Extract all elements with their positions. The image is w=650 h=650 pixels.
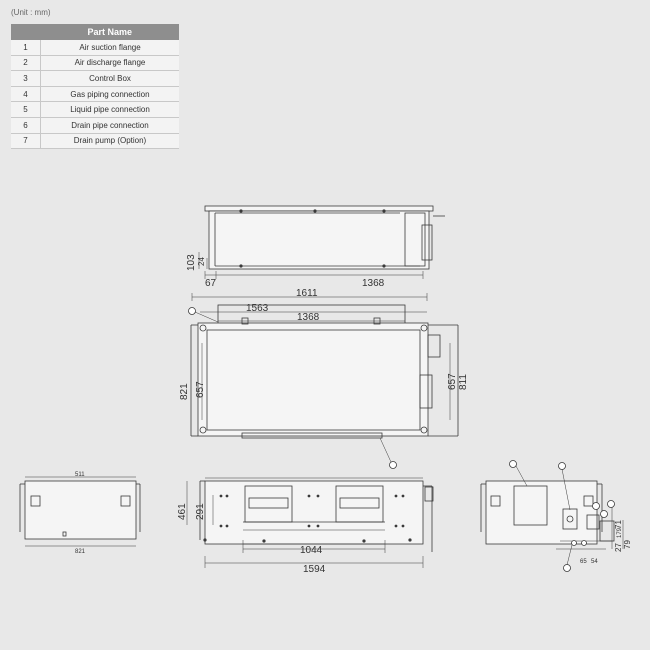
plan-depth-right-inner-dim: 657 [447, 373, 458, 390]
top-left-dim: 67 [205, 278, 217, 289]
front-height-dim: 461 [177, 503, 188, 520]
top-height-dim: 103 [186, 254, 197, 271]
part-number: 4 [11, 86, 41, 103]
plan-depth-right-dim: 811 [458, 374, 469, 390]
header-part-name: Part Name [40, 24, 179, 40]
side-right-d6-dim: 54 [591, 559, 598, 565]
part-name: Control Box [40, 70, 179, 87]
side-right-d2-dim: 71 [614, 520, 623, 529]
part-name: Gas piping connection [40, 86, 179, 103]
part-number: 2 [11, 55, 41, 72]
parts-table-header: Part Name [11, 24, 179, 40]
plan-overall-dim: 1611 [296, 288, 318, 299]
front-view [186, 477, 434, 568]
front-fan-span-dim: 1044 [300, 545, 323, 556]
side-right-d1-dim: 179 [617, 527, 623, 538]
top-length-dim: 1368 [362, 278, 385, 289]
side-left-top-dim: 511 [75, 472, 85, 478]
side-right-view [480, 460, 624, 572]
plan-flange-dim: 1368 [297, 312, 320, 323]
header-no [11, 24, 41, 40]
plan-depth-left-dim: 821 [179, 383, 190, 400]
front-overall-dim: 1594 [303, 564, 326, 575]
part-name: Air suction flange [40, 40, 179, 56]
side-right-d3-dim: 79 [623, 540, 632, 549]
side-right-d4-dim: 27 [614, 543, 623, 552]
part-number: 3 [11, 70, 41, 87]
plan-inner-top-dim: 1563 [246, 303, 269, 314]
front-inner-height-dim: 291 [195, 503, 206, 520]
side-left-bottom-dim: 821 [75, 549, 86, 555]
unit-label: (Unit : mm) [11, 8, 51, 17]
part-number: 7 [11, 133, 41, 150]
part-name: Drain pipe connection [40, 117, 179, 134]
part-number: 6 [11, 117, 41, 134]
part-name: Air discharge flange [40, 55, 179, 72]
part-name: Liquid pipe connection [40, 101, 179, 118]
side-left-view [19, 476, 141, 547]
top-inner-dim: 24 [197, 257, 206, 266]
plan-depth-left-inner-dim: 657 [195, 381, 206, 398]
plan-view [188, 293, 459, 469]
top-view [198, 205, 445, 279]
part-number: 1 [11, 40, 41, 56]
part-number: 5 [11, 101, 41, 118]
part-name: Drain pump (Option) [40, 133, 179, 150]
side-right-d5-dim: 65 [580, 559, 587, 565]
